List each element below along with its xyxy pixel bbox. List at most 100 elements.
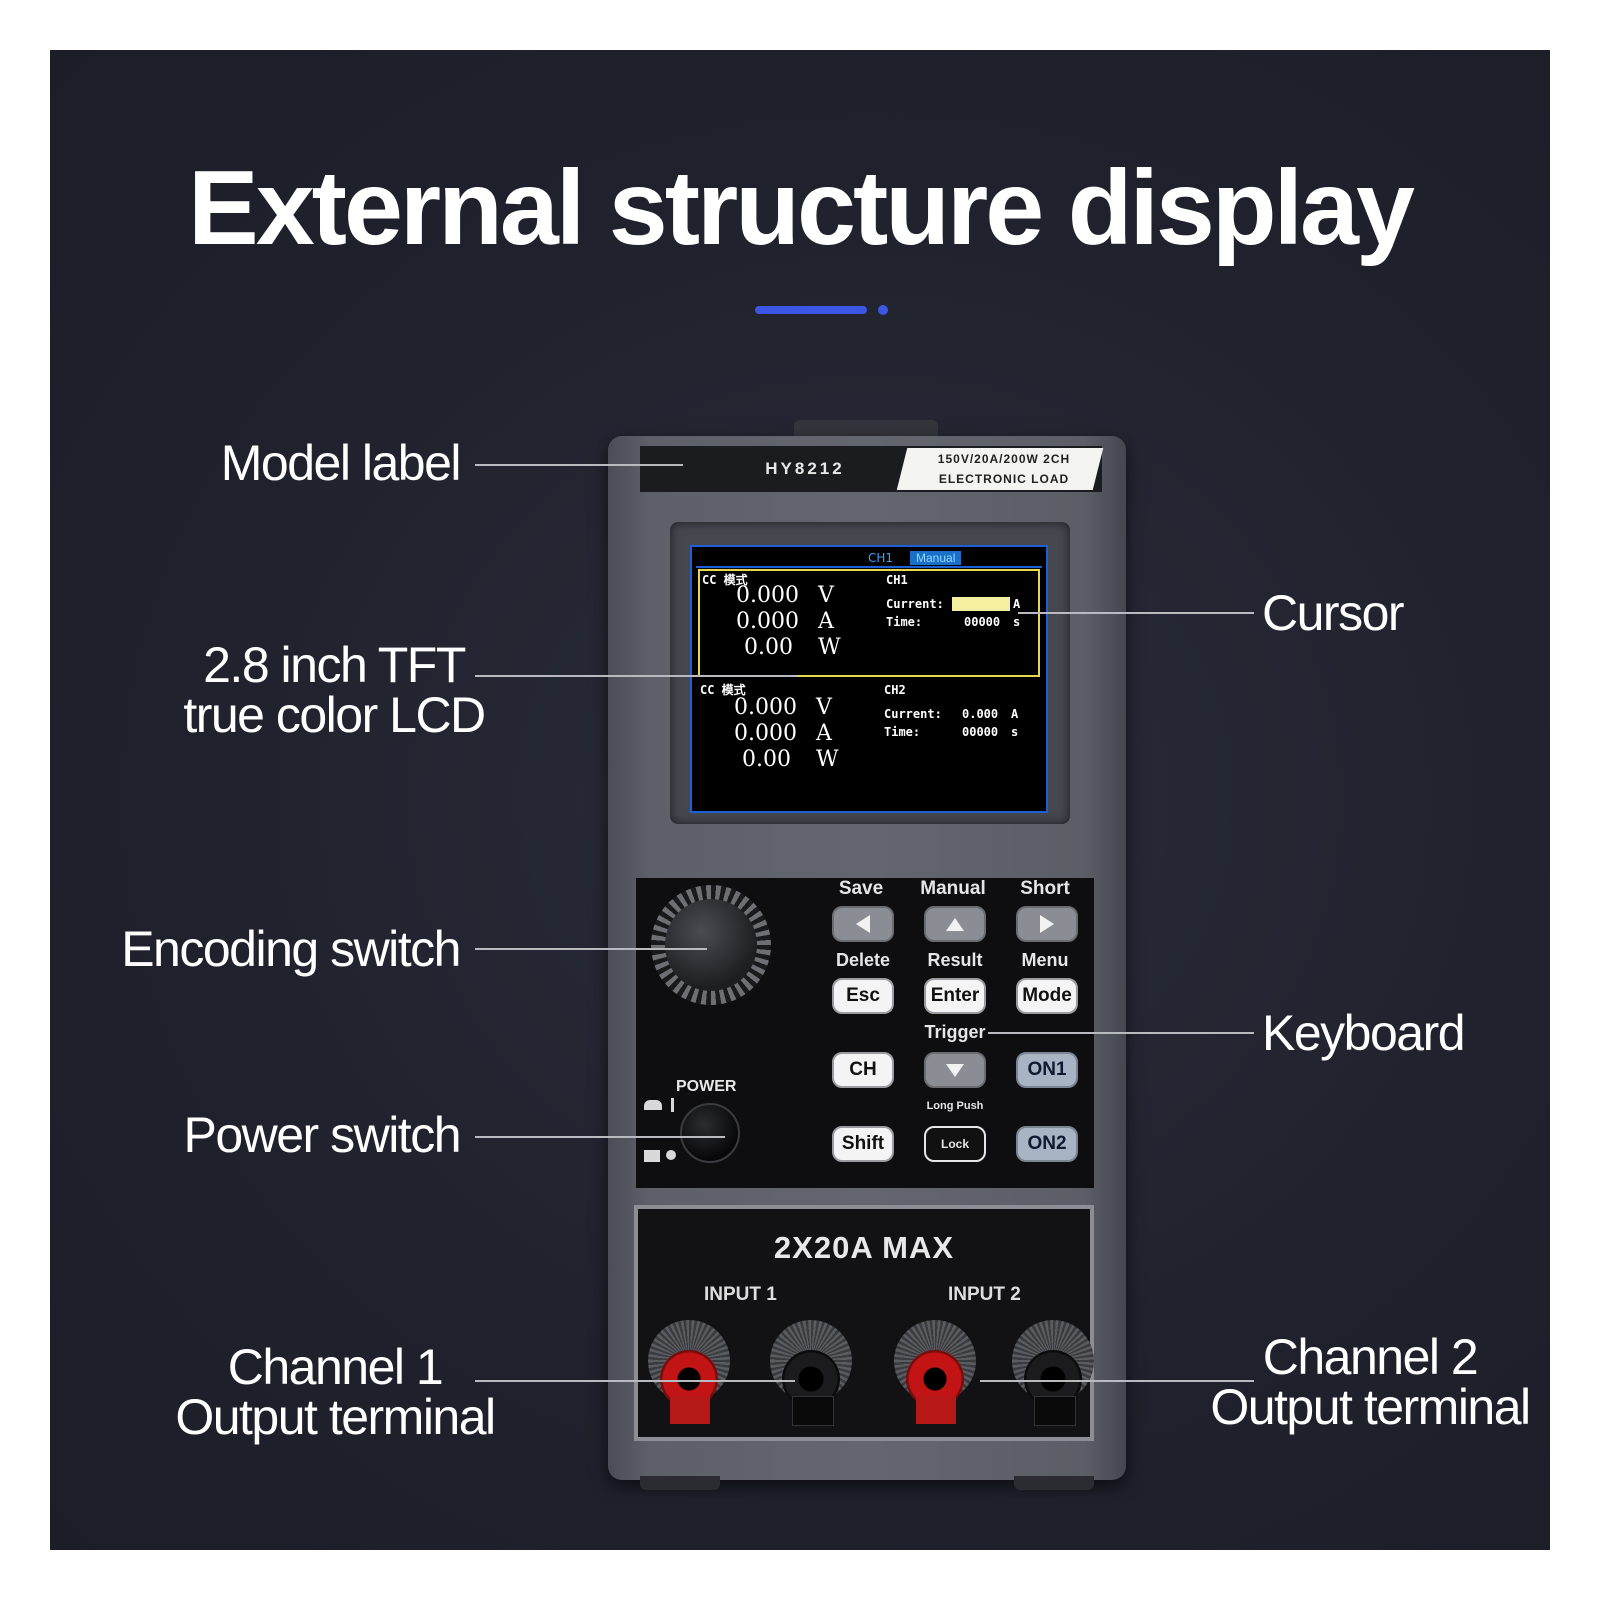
device-foot-left	[640, 1476, 720, 1490]
lcd-header-bar: CH1 Manual	[696, 550, 1042, 568]
ch1-label: CH1	[886, 573, 908, 587]
callout-cursor: Cursor	[1262, 585, 1405, 641]
ch1-voltage-unit: V	[818, 583, 834, 608]
ch2-power: 0.00	[742, 747, 791, 772]
ch1-current-unit: A	[818, 609, 834, 634]
device-foot-right	[1014, 1476, 1094, 1490]
callout-channel2-line1: Channel 2	[1262, 1329, 1479, 1385]
ch2-positive-terminal-base	[916, 1396, 956, 1424]
model-spec-line2: ELECTRONIC LOAD	[938, 472, 1070, 486]
ch1-current-label: Current:	[886, 597, 944, 611]
key-label-trigger: Trigger	[924, 1022, 986, 1042]
left-arrow-key[interactable]	[832, 906, 894, 942]
key-label-result: Result	[927, 950, 983, 970]
key-label-short: Short	[1020, 878, 1070, 899]
ch2-current-label: Current:	[884, 707, 942, 721]
ch1-time-value: 00000	[964, 615, 1001, 629]
ch2-mode: CC 模式	[700, 683, 746, 697]
lock-key[interactable]: Lock	[924, 1126, 986, 1162]
ch1-current-unit-small: A	[1013, 597, 1021, 611]
ch1-negative-terminal-base	[792, 1396, 834, 1426]
right-arrow-key[interactable]	[1016, 906, 1078, 942]
title-accent-dot	[878, 305, 888, 315]
ch2-current-value: 0.000	[962, 707, 999, 721]
power-off-symbol-icon	[644, 1150, 660, 1162]
callout-model-label: Model label	[220, 435, 462, 491]
callout-lcd-line2: true color LCD	[183, 687, 486, 743]
ch2-time-value: 00000	[962, 725, 999, 739]
callout-channel1-line1: Channel 1	[227, 1339, 444, 1395]
terminal-panel	[634, 1205, 1094, 1441]
ch1-mode: CC 模式	[702, 573, 748, 587]
lcd-header-channel: CH1	[868, 551, 894, 565]
ch2-time-label: Time:	[884, 725, 921, 739]
callout-lcd-line1: 2.8 inch TFT	[203, 637, 466, 693]
tft-lcd-screen: CH1 Manual CC 模式 0.000 V 0.000 A 0.00 W …	[690, 545, 1048, 813]
key-label-long-push: Long Push	[926, 1100, 984, 1112]
right-arrow-icon	[1040, 915, 1054, 933]
lcd-cursor	[952, 597, 1010, 611]
mode-key[interactable]: Mode	[1016, 978, 1078, 1014]
power-on-symbol-icon	[644, 1100, 662, 1110]
up-arrow-key[interactable]	[924, 906, 986, 942]
ch2-current-unit: A	[816, 721, 832, 746]
ch2-voltage-unit: V	[816, 695, 832, 720]
left-arrow-icon	[856, 915, 870, 933]
ch1-current: 0.000	[736, 609, 799, 634]
power-off-mark-icon	[666, 1150, 676, 1160]
max-current-label: 2X20A MAX	[773, 1230, 955, 1265]
power-on-mark-icon	[671, 1098, 674, 1112]
callout-keyboard: Keyboard	[1262, 1005, 1466, 1061]
ch1-positive-terminal-base	[670, 1396, 710, 1424]
leader-model-label	[475, 464, 683, 466]
key-label-menu: Menu	[1021, 950, 1069, 970]
callout-encoding-switch: Encoding switch	[121, 921, 461, 977]
leader-power-switch	[475, 1136, 725, 1138]
model-name: HY8212	[765, 459, 845, 478]
esc-key[interactable]: Esc	[832, 978, 894, 1014]
ch2-current-unit-small: A	[1011, 707, 1019, 721]
callout-channel1-line2: Output terminal	[175, 1389, 496, 1445]
ch1-time-label: Time:	[886, 615, 923, 629]
up-arrow-icon	[946, 918, 964, 931]
device-handle	[794, 420, 938, 440]
key-label-manual: Manual	[920, 878, 986, 899]
ch2-negative-terminal-base	[1034, 1396, 1076, 1426]
key-label-delete: Delete	[835, 950, 891, 970]
ch2-voltage: 0.000	[734, 695, 797, 720]
shift-key[interactable]: Shift	[832, 1126, 894, 1162]
input2-label: INPUT 2	[948, 1284, 1021, 1305]
power-switch[interactable]	[680, 1103, 740, 1163]
leader-channel1	[475, 1380, 795, 1382]
title-underline	[755, 306, 867, 314]
down-arrow-icon	[946, 1064, 964, 1077]
on2-key[interactable]: ON2	[1016, 1126, 1078, 1162]
ch2-label: CH2	[884, 683, 906, 697]
ch-key[interactable]: CH	[832, 1052, 894, 1088]
encoder-knob-cap[interactable]	[665, 899, 757, 991]
key-label-save: Save	[838, 878, 884, 899]
on1-key[interactable]: ON1	[1016, 1052, 1078, 1088]
callout-power-switch: Power switch	[183, 1107, 461, 1163]
lcd-header-mode: Manual	[910, 551, 962, 565]
ch1-power: 0.00	[744, 635, 793, 660]
down-arrow-key[interactable]	[924, 1052, 986, 1088]
leader-lcd	[475, 675, 797, 677]
input1-label: INPUT 1	[704, 1284, 777, 1305]
leader-keyboard	[988, 1032, 1254, 1034]
lcd-ch1-panel: CC 模式 0.000 V 0.000 A 0.00 W CH1 Current…	[698, 569, 1040, 677]
ch1-time-unit: s	[1013, 615, 1021, 629]
leader-channel2	[980, 1380, 1254, 1382]
ch2-power-unit: W	[816, 747, 839, 772]
callout-channel2-line2: Output terminal	[1210, 1379, 1531, 1435]
leader-encoding-switch	[475, 948, 707, 950]
ch2-current: 0.000	[734, 721, 797, 746]
lcd-ch2-panel: CC 模式 0.000 V 0.000 A 0.00 W CH2 Current…	[698, 683, 1040, 795]
ch1-power-unit: W	[818, 635, 841, 660]
ch1-voltage: 0.000	[736, 583, 799, 608]
leader-cursor	[1018, 612, 1254, 614]
enter-key[interactable]: Enter	[924, 978, 986, 1014]
page-title: External structure display	[188, 149, 1415, 267]
power-label: POWER	[676, 1078, 737, 1095]
model-spec-line1: 150V/20A/200W 2CH	[937, 452, 1071, 466]
